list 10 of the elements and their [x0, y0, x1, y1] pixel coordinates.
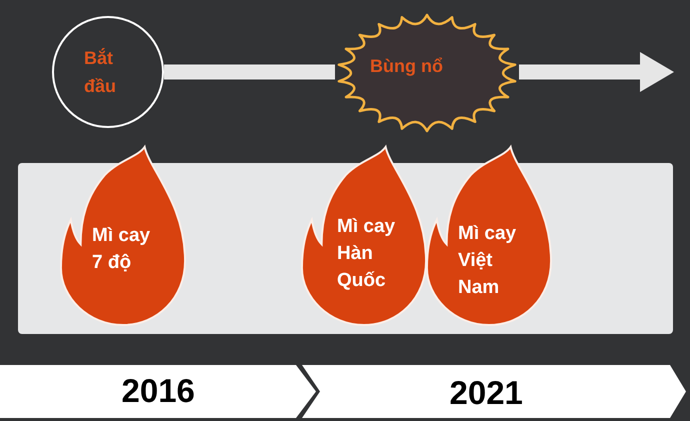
flame-label: Mì cay 7 độ: [92, 224, 152, 275]
start-circle: [52, 16, 164, 128]
node-label: Bắt đầu: [84, 47, 118, 98]
flame-label: Mì cay Hàn Quốc: [337, 215, 396, 293]
year-label: 2016: [122, 372, 195, 410]
flame-label: Mì cay Việt Nam: [458, 222, 518, 300]
node-label: Bùng nổ: [370, 55, 444, 78]
year-label: 2021: [450, 374, 523, 412]
arrow: [519, 52, 674, 92]
connector-line: [164, 64, 335, 80]
